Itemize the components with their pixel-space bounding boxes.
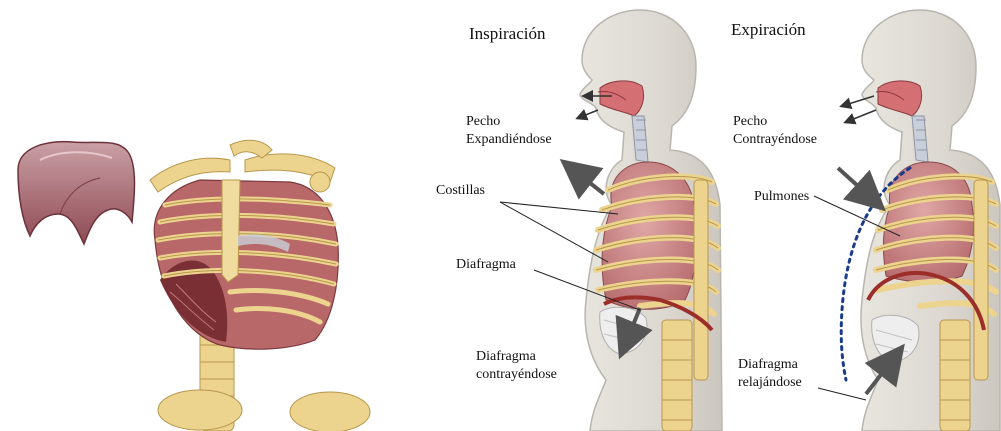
expiration-title: Expiración bbox=[731, 20, 806, 40]
label-ribs: Costillas bbox=[436, 182, 485, 199]
rib-cage-illustration bbox=[150, 140, 370, 431]
label-chest-contracting-line2: Contrayéndose bbox=[733, 131, 817, 148]
expiration-figure bbox=[814, 10, 1000, 431]
label-chest-contracting-line1: Pecho bbox=[733, 113, 767, 130]
label-diaphragm-contracting-line2: contrayéndose bbox=[476, 366, 557, 383]
label-diaphragm-relaxing-line2: relajándose bbox=[738, 374, 802, 391]
label-diaphragm-relaxing-line1: Diafragma bbox=[738, 356, 798, 373]
label-chest-expanding-line1: Pecho bbox=[466, 113, 500, 130]
label-diaphragm: Diafragma bbox=[456, 256, 516, 273]
label-diaphragm-contracting-line1: Diafragma bbox=[476, 348, 536, 365]
inspiration-title: Inspiración bbox=[469, 24, 545, 44]
label-lungs: Pulmones bbox=[754, 188, 809, 205]
diaphragm-isolated-illustration bbox=[18, 142, 135, 244]
label-chest-expanding-line2: Expandiéndose bbox=[466, 131, 552, 148]
